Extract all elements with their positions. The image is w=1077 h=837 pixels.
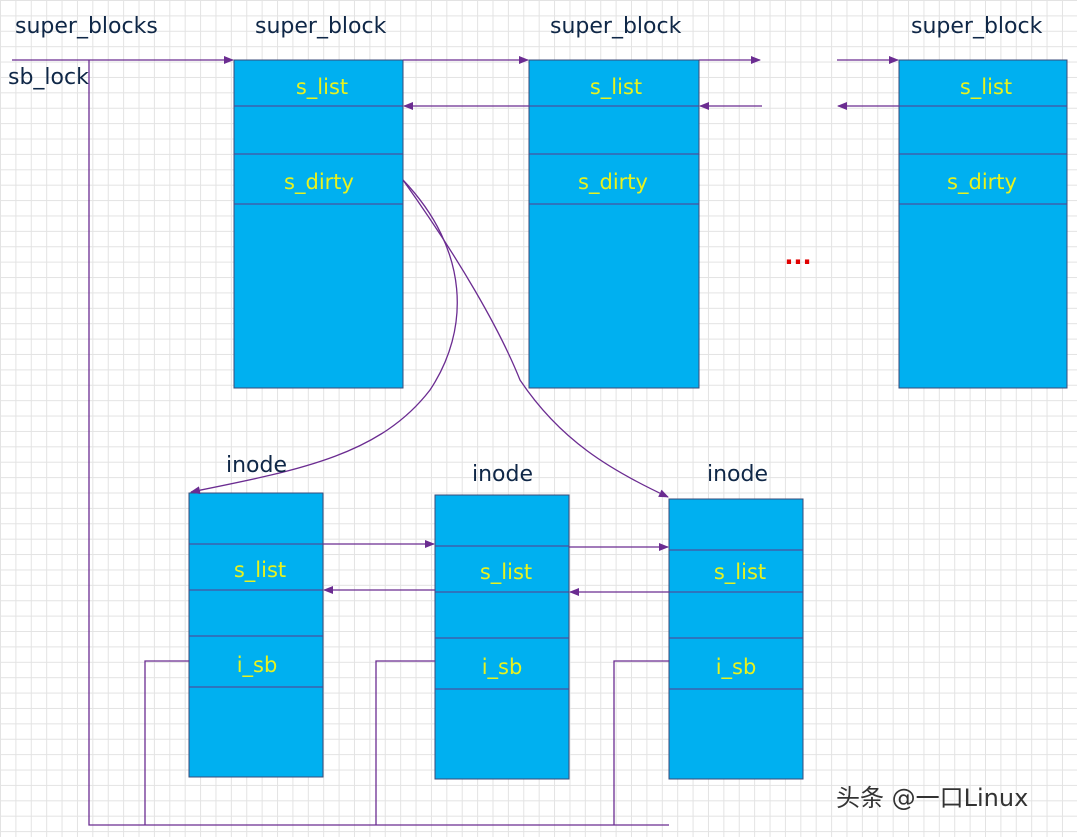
super-block-3: s_list s_dirty <box>898 59 1068 389</box>
inode-list-arrows <box>323 540 669 596</box>
s-dirty-arrows <box>190 179 669 498</box>
field-s-dirty: s_dirty <box>578 170 648 195</box>
super-block-2: s_list s_dirty <box>528 59 700 389</box>
inode-title-3: inode <box>707 462 769 487</box>
field-s-dirty: s_dirty <box>947 170 1017 195</box>
super-block-list-arrows <box>12 56 899 110</box>
super-block-title-1: super_block <box>255 14 387 39</box>
super-block-1: s_list s_dirty <box>233 59 404 389</box>
field-s-list: s_list <box>960 75 1012 100</box>
field-s-dirty: s_dirty <box>284 170 354 195</box>
field-s-list: s_list <box>590 75 642 100</box>
inode-title-2: inode <box>472 462 534 487</box>
super-block-title-2: super_block <box>550 14 682 39</box>
ellipsis-text: ... <box>784 242 811 270</box>
field-i-sb: i_sb <box>716 655 757 680</box>
super-block-title-3: super_block <box>911 14 1043 39</box>
i-sb-lines <box>88 60 669 826</box>
sb-lock-label: sb_lock <box>8 65 89 90</box>
inode-title-1: inode <box>226 453 288 478</box>
field-s-list: s_list <box>234 558 286 583</box>
super-blocks-label: super_blocks <box>15 14 158 39</box>
watermark-text: 头条 @一口Linux <box>836 784 1029 812</box>
field-i-sb: i_sb <box>482 655 523 680</box>
field-s-list: s_list <box>714 560 766 585</box>
field-s-list: s_list <box>480 560 532 585</box>
field-s-list: s_list <box>296 75 348 100</box>
inode-3: s_list i_sb <box>668 498 804 780</box>
inode-2: s_list i_sb <box>434 494 570 780</box>
field-i-sb: i_sb <box>237 653 278 678</box>
inode-1: s_list i_sb <box>188 492 324 778</box>
